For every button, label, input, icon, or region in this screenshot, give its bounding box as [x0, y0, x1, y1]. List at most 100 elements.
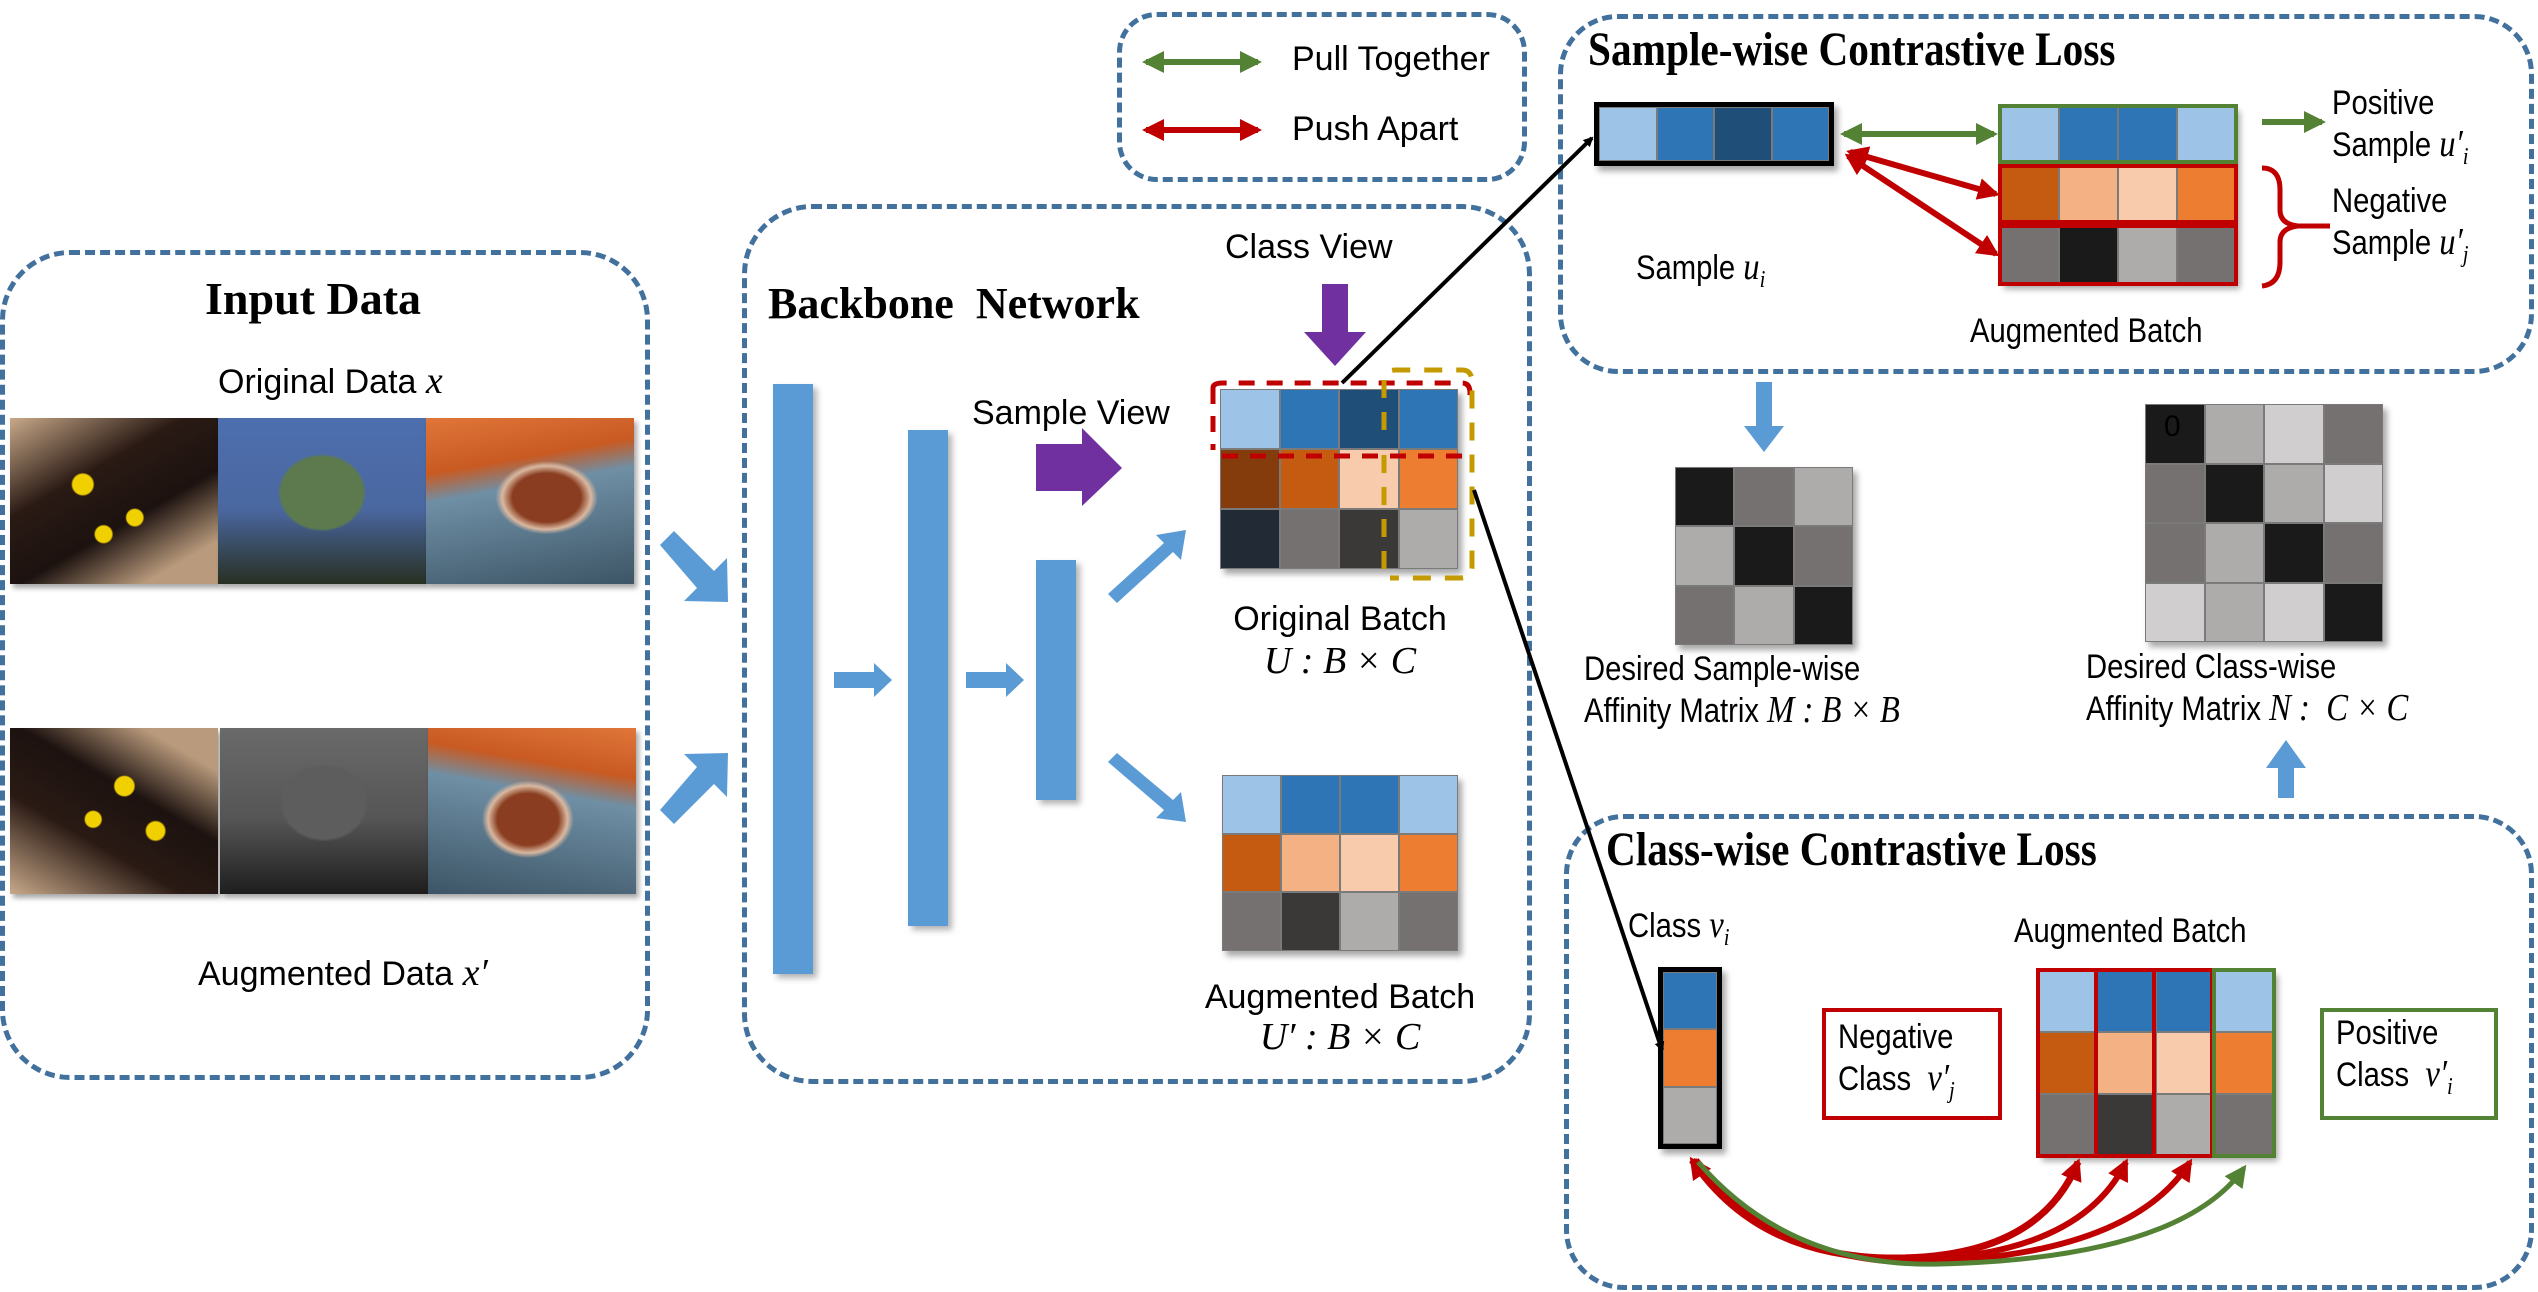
sample-affinity-dim: M : B × B [1767, 689, 1900, 732]
class-affinity-cell [2264, 463, 2324, 523]
negative-class-frame-2 [2094, 968, 2156, 1158]
original-batch-cell [1279, 509, 1339, 569]
sample-affinity-label: Desired Sample-wise Affinity Matrix M : … [1584, 650, 1900, 733]
class-affinity-cell [2264, 523, 2324, 583]
augmented-batch-cell [1222, 833, 1281, 893]
feature-layer-2 [908, 430, 948, 926]
negative-class-text: Class [1838, 1060, 1912, 1099]
class-affinity-cell [2145, 463, 2205, 523]
input-data-box [0, 250, 650, 1080]
original-batch-cell [1279, 449, 1339, 509]
class-loss-box [1564, 814, 2534, 1290]
positive-class-line1: Positive [2336, 1014, 2439, 1052]
sample-loss-title: Sample-wise Contrastive Loss [1588, 23, 2116, 76]
original-batch-cell [1398, 389, 1458, 449]
block-arrow-top [660, 531, 728, 602]
augmented-batch-cell [1222, 892, 1281, 951]
sample-affinity-line2: Affinity Matrix M : B × B [1584, 689, 1900, 733]
class-affinity-cell [2323, 523, 2383, 583]
positive-class-var: v′ [2425, 1053, 2448, 1096]
sample-loss-batch-cell [2118, 165, 2177, 225]
sample-loss-augmented-label: Augmented Batch [1970, 312, 2203, 350]
negative-class-frame-3 [2152, 968, 2214, 1158]
feature-layer-3 [1036, 560, 1076, 800]
class-affinity-annotation: 0 [2164, 410, 2181, 443]
negative-sample-var: u′ [2439, 221, 2463, 264]
class-affinity-line1: Desired Class-wise [2086, 648, 2337, 686]
augmented-batch-cell [1340, 775, 1399, 834]
sample-loss-augmented-batch [2000, 106, 2236, 284]
original-batch-cell [1220, 449, 1280, 509]
sample-affinity-cell [1793, 526, 1853, 586]
class-affinity-cell [2145, 523, 2205, 583]
sample-ui-var: u [1743, 246, 1760, 288]
class-vi-text: Class [1628, 907, 1702, 945]
negative-class-frame-1 [2036, 968, 2098, 1158]
positive-sample-line1: Positive [2332, 84, 2435, 122]
sample-affinity-cell [1793, 585, 1853, 645]
sample-affinity-cell [1675, 467, 1735, 527]
class-affinity-matrix [2145, 404, 2383, 642]
class-affinity-cell [2323, 463, 2383, 523]
class-affinity-cell [2264, 582, 2324, 642]
positive-class-box [2320, 1008, 2498, 1120]
sample-ui-text: Sample [1636, 249, 1736, 287]
sample-vector-cell [1771, 107, 1829, 161]
class-affinity-text: Affinity Matrix [2086, 690, 2261, 729]
class-loss-batch-cell [2215, 1094, 2274, 1156]
image-acorn-augmented [428, 728, 636, 894]
sample-ui-sub: i [1759, 266, 1766, 293]
class-affinity-cell [2145, 582, 2205, 642]
original-batch-dim: U : B × C [1263, 640, 1417, 682]
class-affinity-cell [2323, 404, 2383, 464]
positive-sample-frame [1998, 104, 2238, 164]
class-vector-cell [1663, 972, 1717, 1030]
block-arrow-bottom [660, 753, 728, 824]
sample-loss-batch-cell [2000, 224, 2059, 284]
original-data-label: Original Data x [218, 360, 443, 404]
augmented-batch-cell [1340, 833, 1399, 893]
augmented-batch-matrix [1222, 775, 1458, 951]
class-vi-sub: i [1723, 924, 1730, 951]
negative-sample-frame-1 [1998, 164, 2238, 224]
image-acorn-original [426, 418, 634, 584]
augmented-batch-label: Augmented Batch [1204, 978, 1476, 1016]
negative-sample-text: Sample [2332, 224, 2432, 263]
augmented-batch-cell [1281, 833, 1340, 893]
sample-affinity-cell [1675, 526, 1735, 586]
legend-pull-label: Pull Together [1292, 40, 1490, 78]
original-batch-cell [1279, 389, 1339, 449]
augmented-batch-cell [1281, 775, 1340, 834]
positive-class-label: Positive Class v′i [2336, 1014, 2453, 1101]
original-batch-label: Original Batch [1233, 600, 1447, 638]
sample-affinity-matrix [1675, 467, 1853, 645]
class-loss-batch-cell [2156, 1094, 2215, 1156]
negative-class-box [1822, 1008, 2002, 1120]
class-affinity-cell [2204, 582, 2264, 642]
original-batch-matrix [1220, 389, 1458, 569]
sample-affinity-cell [1675, 585, 1735, 645]
class-vi-label: Class vi [1628, 904, 1730, 952]
class-loss-batch-cell [2215, 970, 2274, 1032]
sample-view-label: Sample View [972, 394, 1170, 432]
positive-class-sub: i [2447, 1073, 2453, 1100]
positive-sample-line2: Sample u′i [2332, 123, 2468, 171]
sample-affinity-cell [1734, 526, 1794, 586]
original-data-var: x [425, 360, 443, 402]
negative-class-sub: j [1949, 1077, 1955, 1104]
class-affinity-line2: Affinity Matrix N : C × C [2086, 687, 2408, 731]
augmented-data-label: Augmented Data x′ [198, 952, 488, 996]
negative-sample-label: Negative Sample u′j [2332, 182, 2468, 269]
augmented-batch-cell [1281, 892, 1340, 951]
image-frog-original [218, 418, 426, 584]
sample-vector-cell [1599, 107, 1657, 161]
sample-vector-cell [1714, 107, 1772, 161]
class-loss-title: Class-wise Contrastive Loss [1606, 823, 2097, 876]
class-affinity-cell [2323, 582, 2383, 642]
class-vi-var: v [1709, 904, 1724, 946]
class-vector [1658, 967, 1722, 1149]
positive-sample-label: Positive Sample u′i [2332, 84, 2468, 171]
original-batch-cell [1220, 509, 1280, 569]
input-data-title: Input Data [205, 273, 422, 324]
negative-class-line1: Negative [1838, 1018, 1954, 1056]
